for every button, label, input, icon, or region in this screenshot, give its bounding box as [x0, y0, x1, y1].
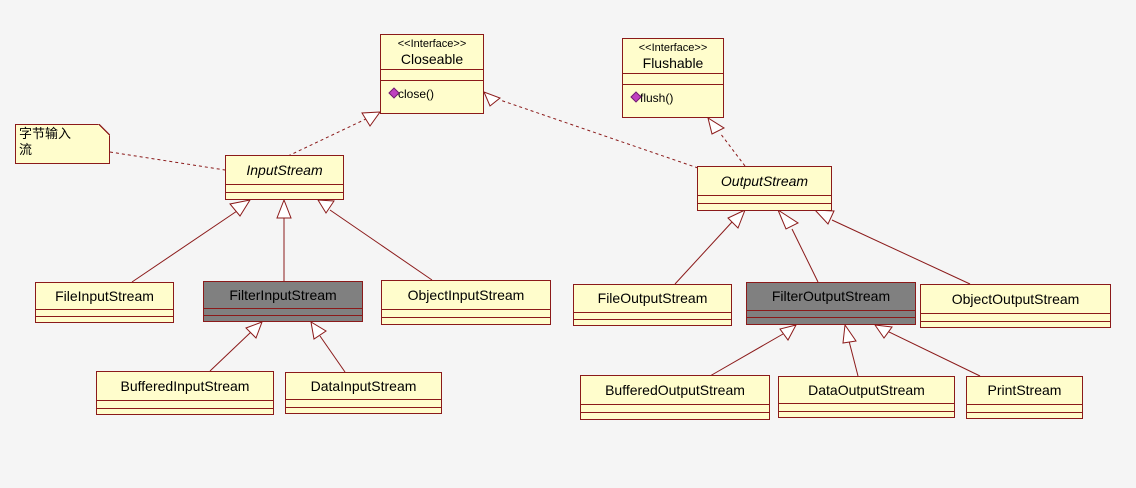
filter-output-stream-name: FilterOutputStream: [771, 288, 891, 304]
data-output-stream-class[interactable]: DataOutputStream: [778, 376, 955, 418]
closeable-name: Closeable: [400, 51, 464, 67]
filter-input-stream-name: FilterInputStream: [229, 287, 337, 303]
print-stream-class[interactable]: PrintStream: [966, 376, 1083, 419]
note-fold-corner: [98, 124, 110, 136]
closeable-operations: close(): [381, 80, 483, 109]
filter-input-stream-class[interactable]: FilterInputStream: [203, 281, 363, 322]
buffered-output-stream-class[interactable]: BufferedOutputStream: [580, 375, 770, 420]
input-stream-class[interactable]: InputStream: [225, 155, 344, 200]
buffered-output-stream-name: BufferedOutputStream: [605, 382, 745, 398]
flushable-interface[interactable]: <<Interface>> Flushable flush(): [622, 38, 724, 118]
chinese-note: 字节输入 流: [15, 124, 110, 164]
output-stream-class[interactable]: OutputStream: [697, 166, 832, 211]
output-stream-name: OutputStream: [720, 173, 809, 189]
flushable-operations: flush(): [623, 84, 723, 113]
flush-operation: flush(): [640, 91, 674, 105]
data-output-stream-name: DataOutputStream: [808, 382, 925, 398]
object-output-stream-class[interactable]: ObjectOutputStream: [920, 284, 1111, 328]
closeable-stereotype: <<Interface>>: [397, 38, 467, 50]
file-output-stream-class[interactable]: FileOutputStream: [573, 284, 732, 326]
flushable-stereotype: <<Interface>>: [638, 42, 708, 54]
flushable-name: Flushable: [642, 55, 704, 71]
object-input-stream-name: ObjectInputStream: [407, 287, 525, 303]
buffered-input-stream-class[interactable]: BufferedInputStream: [96, 371, 274, 415]
note-line-1: 字节输入: [19, 127, 72, 142]
data-input-stream-name: DataInputStream: [310, 378, 417, 394]
filter-output-stream-class[interactable]: FilterOutputStream: [746, 282, 916, 325]
object-input-stream-class[interactable]: ObjectInputStream: [381, 280, 551, 325]
object-output-stream-name: ObjectOutputStream: [951, 291, 1080, 307]
file-input-stream-class[interactable]: FileInputStream: [35, 282, 174, 323]
file-output-stream-name: FileOutputStream: [597, 290, 708, 306]
file-input-stream-name: FileInputStream: [55, 288, 154, 304]
close-operation: close(): [398, 87, 435, 101]
note-line-2: 流: [19, 143, 33, 158]
print-stream-name: PrintStream: [987, 382, 1062, 398]
input-stream-name: InputStream: [246, 162, 323, 178]
data-input-stream-class[interactable]: DataInputStream: [285, 372, 442, 414]
buffered-input-stream-name: BufferedInputStream: [120, 378, 250, 394]
closeable-interface[interactable]: <<Interface>> Closeable close(): [380, 34, 484, 114]
